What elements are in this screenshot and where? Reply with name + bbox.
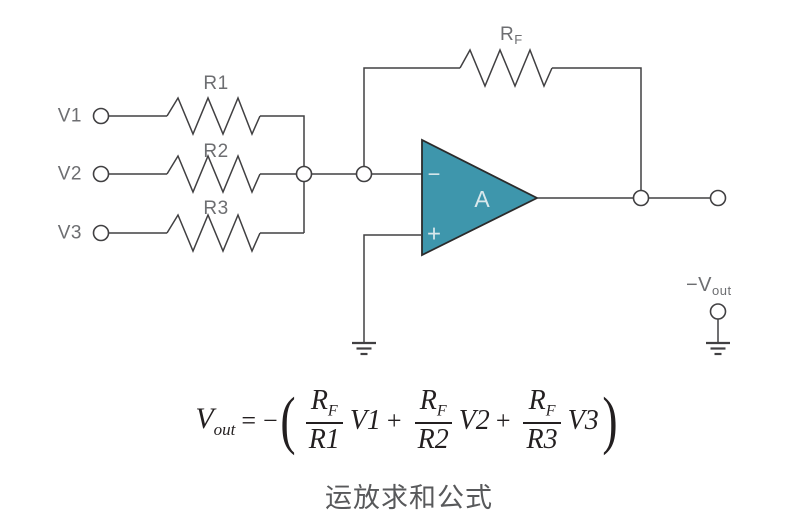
formula-fraction-2: RF R2 bbox=[414, 387, 452, 456]
terminal-v2 bbox=[92, 165, 110, 183]
resistor-r3 bbox=[166, 212, 261, 253]
fraction-2-bar bbox=[414, 422, 452, 425]
formula-plus-1: + bbox=[386, 406, 402, 435]
formula-plus-2: + bbox=[495, 406, 511, 435]
vout-reference: −Vout bbox=[686, 274, 732, 356]
fraction-2-num-base: R bbox=[419, 385, 437, 417]
wire-r3-to-junction bbox=[260, 181, 305, 234]
fraction-1-numerator: RF bbox=[308, 387, 341, 420]
formula-open-paren: ( bbox=[280, 384, 296, 457]
resistor-r1 bbox=[166, 95, 261, 136]
formula-equals: = bbox=[241, 406, 257, 435]
output-branch bbox=[537, 189, 727, 207]
fraction-1-num-base: R bbox=[310, 385, 328, 417]
fraction-3-num-base: R bbox=[528, 385, 546, 417]
opamp-triangle bbox=[421, 138, 540, 257]
opamp: − + A bbox=[421, 138, 540, 257]
vout-terminal bbox=[709, 303, 727, 320]
fraction-2-numerator: RF bbox=[417, 387, 450, 420]
ground-symbol-vout bbox=[706, 341, 730, 356]
resistor-r2 bbox=[166, 153, 261, 194]
vout-label-base: −V bbox=[686, 274, 712, 296]
opamp-inverting-mark: − bbox=[428, 162, 441, 187]
fraction-1-num-sub: F bbox=[327, 402, 338, 420]
formula-lhs-sub: out bbox=[213, 420, 236, 439]
fraction-1-denominator: R1 bbox=[308, 424, 340, 456]
fraction-2-denominator: R2 bbox=[417, 424, 449, 456]
formula-close-paren: ) bbox=[602, 384, 618, 457]
resistor-label-rf: RF bbox=[500, 24, 523, 47]
wire-noninverting-to-ground bbox=[363, 234, 422, 342]
circuit-diagram: V1 R1 V2 R2 V3 R3 bbox=[58, 24, 732, 356]
input-label-v3: V3 bbox=[58, 223, 82, 244]
formula-minus: − bbox=[263, 406, 278, 435]
vout-label: −Vout bbox=[686, 274, 732, 298]
rf-label-base: R bbox=[500, 24, 514, 45]
formula-lhs: Vout bbox=[195, 402, 235, 440]
resistor-label-r2: R2 bbox=[203, 141, 228, 162]
noninverting-ground-branch bbox=[352, 234, 422, 356]
formula-fraction-3: RF R3 bbox=[523, 387, 561, 456]
terminal-v1 bbox=[92, 107, 110, 125]
terminal-v3 bbox=[92, 224, 110, 242]
fraction-3-num-sub: F bbox=[545, 402, 556, 420]
opamp-noninverting-mark: + bbox=[427, 221, 441, 248]
wire-feedback-right bbox=[552, 67, 642, 190]
fraction-3-denominator: R3 bbox=[526, 424, 558, 456]
input-label-v2: V2 bbox=[58, 164, 82, 185]
opamp-gain-label: A bbox=[474, 186, 490, 212]
fraction-2-num-sub: F bbox=[436, 402, 447, 420]
formula-mult-v2: V2 bbox=[458, 405, 490, 436]
input-row-v1: V1 R1 bbox=[58, 73, 305, 167]
wire-r1-to-junction bbox=[260, 115, 305, 167]
fraction-3-bar bbox=[523, 422, 561, 425]
output-junction-node bbox=[632, 189, 650, 207]
summing-junction-node bbox=[295, 165, 313, 183]
resistor-label-r1: R1 bbox=[203, 73, 228, 94]
input-label-v1: V1 bbox=[58, 106, 82, 127]
resistor-rf bbox=[459, 47, 553, 88]
ground-symbol-input bbox=[352, 341, 376, 356]
input-row-v2: V2 R2 bbox=[58, 141, 297, 194]
inverting-input-node bbox=[355, 165, 373, 183]
feedback-loop: RF bbox=[363, 24, 642, 190]
vout-label-sub: out bbox=[712, 283, 732, 298]
fraction-1-bar bbox=[305, 422, 343, 425]
formula-fraction-1: RF R1 bbox=[305, 387, 343, 456]
summing-formula: Vout = − ( RF R1 V1 + RF R2 V2 + RF R3 V… bbox=[14, 384, 800, 457]
input-row-v3: V3 R3 bbox=[58, 181, 305, 253]
resistor-label-r3: R3 bbox=[203, 198, 228, 219]
rf-label-sub: F bbox=[514, 32, 522, 47]
formula-mult-v3: V3 bbox=[567, 405, 599, 436]
output-terminal bbox=[709, 189, 727, 207]
caption: 运放求和公式 bbox=[325, 483, 493, 513]
formula-lhs-base: V bbox=[195, 402, 214, 435]
fraction-3-numerator: RF bbox=[526, 387, 559, 420]
formula-mult-v1: V1 bbox=[349, 405, 381, 436]
wire-feedback-left bbox=[363, 67, 460, 167]
